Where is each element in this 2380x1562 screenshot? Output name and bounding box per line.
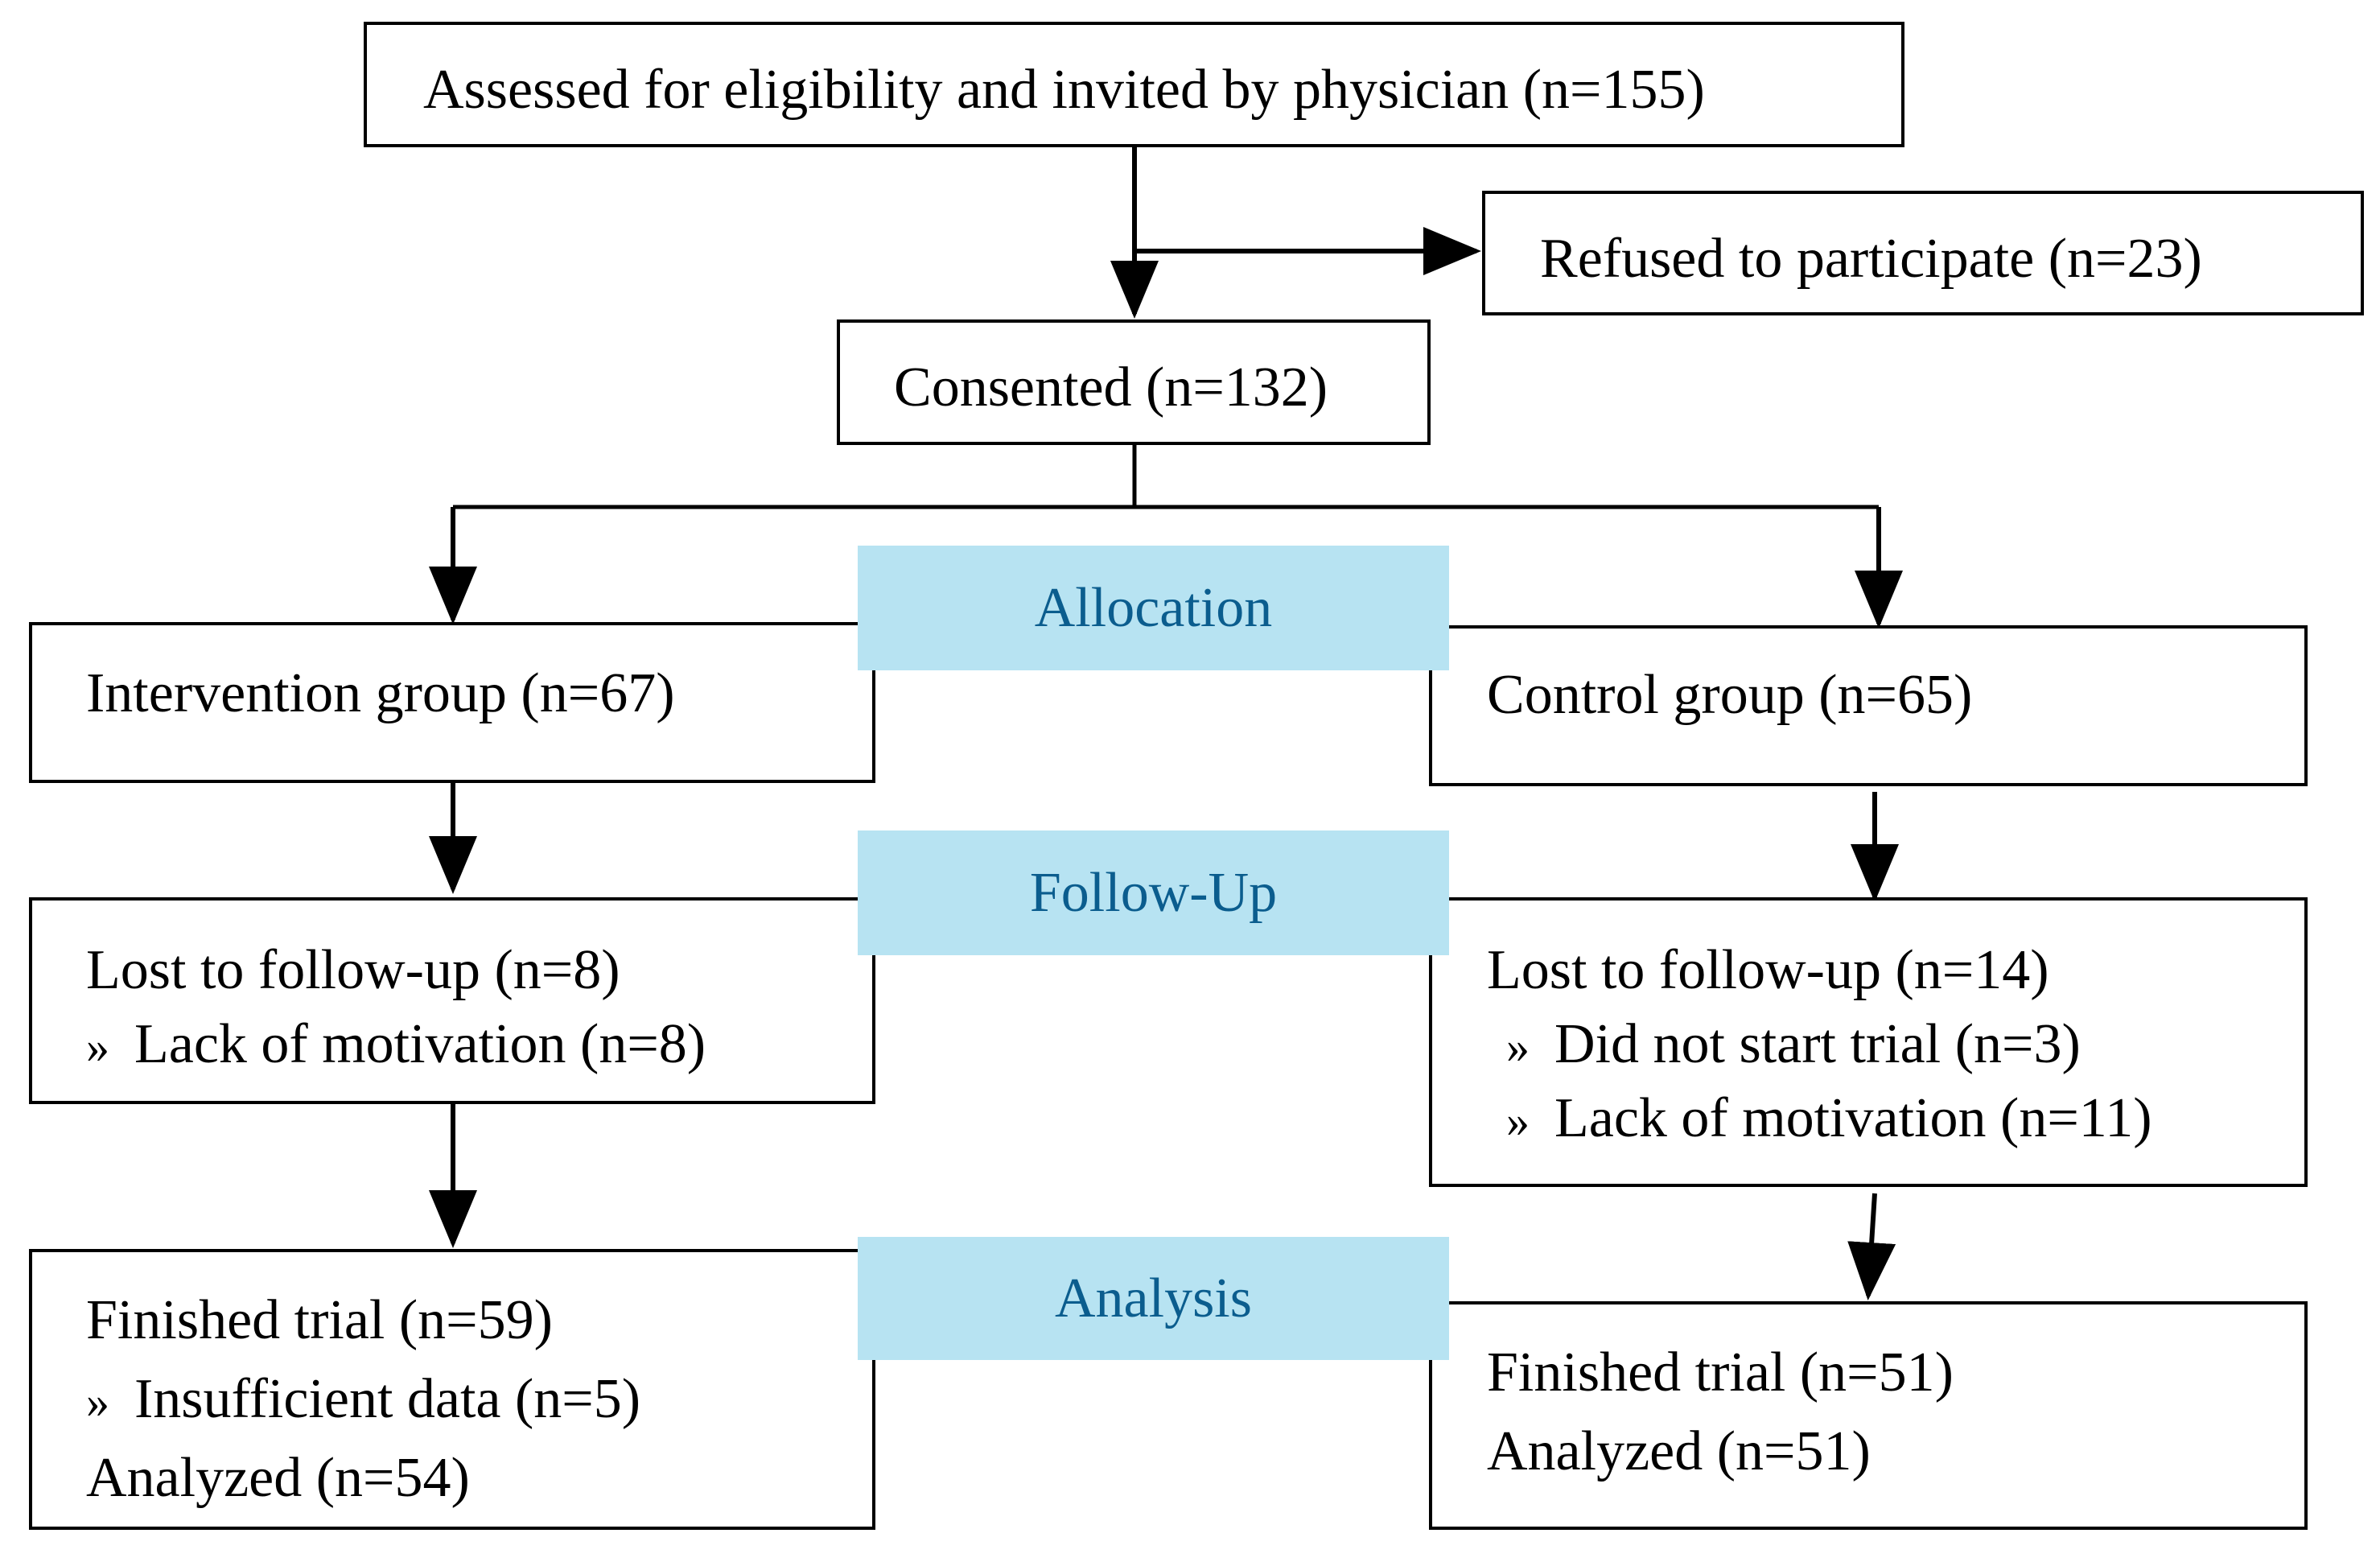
control-lost-reason: » Lack of motivation (n=11) (1506, 1090, 2152, 1147)
bullet-icon: » (1506, 1094, 1530, 1147)
intervention-excluded: » Insufficient data (n=5) (86, 1371, 640, 1428)
control-group-text: Control group (n=65) (1487, 664, 1973, 726)
control-lost-text: Lost to follow-up (n=14) (1487, 939, 2049, 1001)
control-group-box: Control group (n=65) (1429, 625, 2308, 786)
intervention-finished-box: Finished trial (n=59) » Insufficient data… (29, 1249, 875, 1530)
control-analyzed-text: Analyzed (n=51) (1487, 1420, 1871, 1482)
intervention-group-box: Intervention group (n=67) (29, 622, 875, 783)
control-finished-text: Finished trial (n=51) (1487, 1342, 1954, 1403)
refused-text: Refused to participate (n=23) (1540, 228, 2202, 290)
stage-allocation-label: Allocation (858, 546, 1449, 670)
assessed-text: Assessed for eligibility and invited by … (423, 59, 1705, 121)
intervention-lost-reason: » Lack of motivation (n=8) (86, 1016, 706, 1073)
control-lost-reason: » Did not start trial (n=3) (1506, 1016, 2081, 1073)
stage-analysis-label: Analysis (858, 1237, 1449, 1360)
consented-text: Consented (n=132) (894, 356, 1328, 418)
intervention-lost-box: Lost to follow-up (n=8) » Lack of motivat… (29, 897, 875, 1104)
intervention-analyzed-text: Analyzed (n=54) (86, 1447, 470, 1509)
intervention-group-text: Intervention group (n=67) (86, 662, 675, 724)
assessed-box: Assessed for eligibility and invited by … (364, 22, 1904, 147)
stage-follow-up-label: Follow-Up (858, 830, 1449, 955)
intervention-finished-text: Finished trial (n=59) (86, 1289, 553, 1351)
control-finished-box: Finished trial (n=51) Analyzed (n=51) (1429, 1301, 2308, 1530)
bullet-icon: » (86, 1020, 109, 1073)
intervention-lost-reason-1: Lack of motivation (n=8) (134, 1013, 706, 1075)
arrow-control-lost-to-finished (1847, 1193, 1896, 1300)
control-lost-reason-2: Lack of motivation (n=11) (1554, 1087, 2152, 1149)
bullet-icon: » (86, 1375, 109, 1428)
bullet-icon: » (1506, 1020, 1530, 1073)
consented-box: Consented (n=132) (837, 319, 1431, 445)
intervention-lost-text: Lost to follow-up (n=8) (86, 939, 620, 1001)
control-lost-reason-1: Did not start trial (n=3) (1554, 1013, 2081, 1075)
control-lost-box: Lost to follow-up (n=14) » Did not start … (1429, 897, 2308, 1187)
refused-box: Refused to participate (n=23) (1482, 191, 2364, 315)
intervention-excluded-1: Insufficient data (n=5) (134, 1368, 641, 1430)
